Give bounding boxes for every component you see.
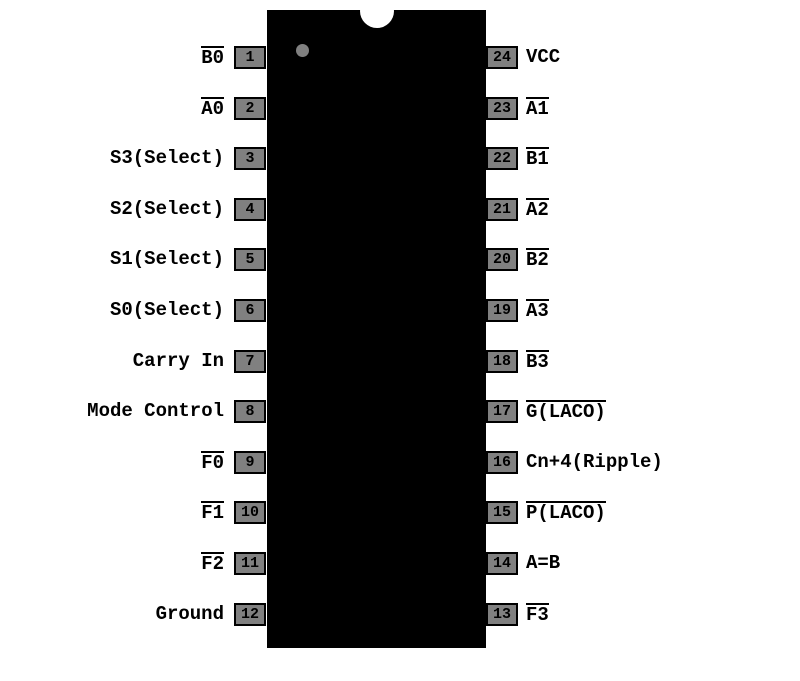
pin-row-1: B0 1 xyxy=(0,46,266,69)
pin-number: 21 xyxy=(486,198,518,221)
pin-label: G(LACO) xyxy=(526,400,606,424)
chip-body xyxy=(267,0,486,648)
pin-label: B2 xyxy=(526,248,549,272)
pin-number: 7 xyxy=(234,350,266,373)
pin-label: P(LACO) xyxy=(526,501,606,525)
pin1-indicator-dot-icon xyxy=(296,44,309,57)
pin-label: B3 xyxy=(526,350,549,374)
pin-row-20: 20 B2 xyxy=(486,248,800,271)
pin-row-15: 15 P(LACO) xyxy=(486,501,800,524)
pin-label: VCC xyxy=(526,46,561,69)
pin-label: A2 xyxy=(526,198,549,222)
pin-row-2: A0 2 xyxy=(0,97,266,120)
pin-number: 12 xyxy=(234,603,266,626)
pin-label: Ground xyxy=(155,603,224,626)
pin-row-8: Mode Control 8 xyxy=(0,400,266,423)
pin-row-24: 24 VCC xyxy=(486,46,800,69)
pin-label: F1 xyxy=(201,501,224,525)
pin-row-4: S2(Select) 4 xyxy=(0,198,266,221)
pin-row-6: S0(Select) 6 xyxy=(0,299,266,322)
pin-number: 2 xyxy=(234,97,266,120)
pin-number: 24 xyxy=(486,46,518,69)
pin-number: 20 xyxy=(486,248,518,271)
pin-number: 5 xyxy=(234,248,266,271)
pin-number: 18 xyxy=(486,350,518,373)
pin-row-14: 14 A=B xyxy=(486,552,800,575)
pin-label: F2 xyxy=(201,552,224,576)
pin-row-7: Carry In 7 xyxy=(0,350,266,373)
pin-number: 3 xyxy=(234,147,266,170)
pin-label: S1(Select) xyxy=(109,248,224,271)
pin-label: B1 xyxy=(526,147,549,171)
pin-number: 22 xyxy=(486,147,518,170)
pin-number: 15 xyxy=(486,501,518,524)
pin-row-9: F0 9 xyxy=(0,451,266,474)
pin-row-19: 19 A3 xyxy=(486,299,800,322)
pin-number: 19 xyxy=(486,299,518,322)
pin-number: 4 xyxy=(234,198,266,221)
pin-row-12: Ground 12 xyxy=(0,603,266,626)
pin-label: A3 xyxy=(526,299,549,323)
pin-label: F3 xyxy=(526,603,549,627)
pin-row-18: 18 B3 xyxy=(486,350,800,373)
chip-notch-icon xyxy=(359,0,394,28)
pin-number: 10 xyxy=(234,501,266,524)
pin-row-5: S1(Select) 5 xyxy=(0,248,266,271)
pin-row-3: S3(Select) 3 xyxy=(0,147,266,170)
pin-row-23: 23 A1 xyxy=(486,97,800,120)
pin-number: 11 xyxy=(234,552,266,575)
pin-row-16: 16 Cn+4(Ripple) xyxy=(486,451,800,474)
pin-number: 13 xyxy=(486,603,518,626)
pin-label: F0 xyxy=(201,451,224,475)
pin-number: 8 xyxy=(234,400,266,423)
pin-number: 1 xyxy=(234,46,266,69)
pin-label: S3(Select) xyxy=(109,147,224,170)
pin-label: A=B xyxy=(526,552,561,575)
pin-number: 17 xyxy=(486,400,518,423)
pin-number: 14 xyxy=(486,552,518,575)
pin-number: 6 xyxy=(234,299,266,322)
pin-row-10: F1 10 xyxy=(0,501,266,524)
pin-label: S2(Select) xyxy=(109,198,224,221)
pin-label: B0 xyxy=(201,46,224,70)
pin-row-11: F2 11 xyxy=(0,552,266,575)
pin-number: 16 xyxy=(486,451,518,474)
pin-row-22: 22 B1 xyxy=(486,147,800,170)
pin-label: Carry In xyxy=(132,350,224,373)
pin-row-21: 21 A2 xyxy=(486,198,800,221)
pin-number: 9 xyxy=(234,451,266,474)
pin-row-13: 13 F3 xyxy=(486,603,800,626)
pin-label: A1 xyxy=(526,97,549,121)
pin-label: Cn+4(Ripple) xyxy=(526,451,663,474)
pin-number: 23 xyxy=(486,97,518,120)
pin-label: Mode Control xyxy=(87,400,224,423)
pin-row-17: 17 G(LACO) xyxy=(486,400,800,423)
pin-label: S0(Select) xyxy=(109,299,224,322)
pin-label: A0 xyxy=(201,97,224,121)
